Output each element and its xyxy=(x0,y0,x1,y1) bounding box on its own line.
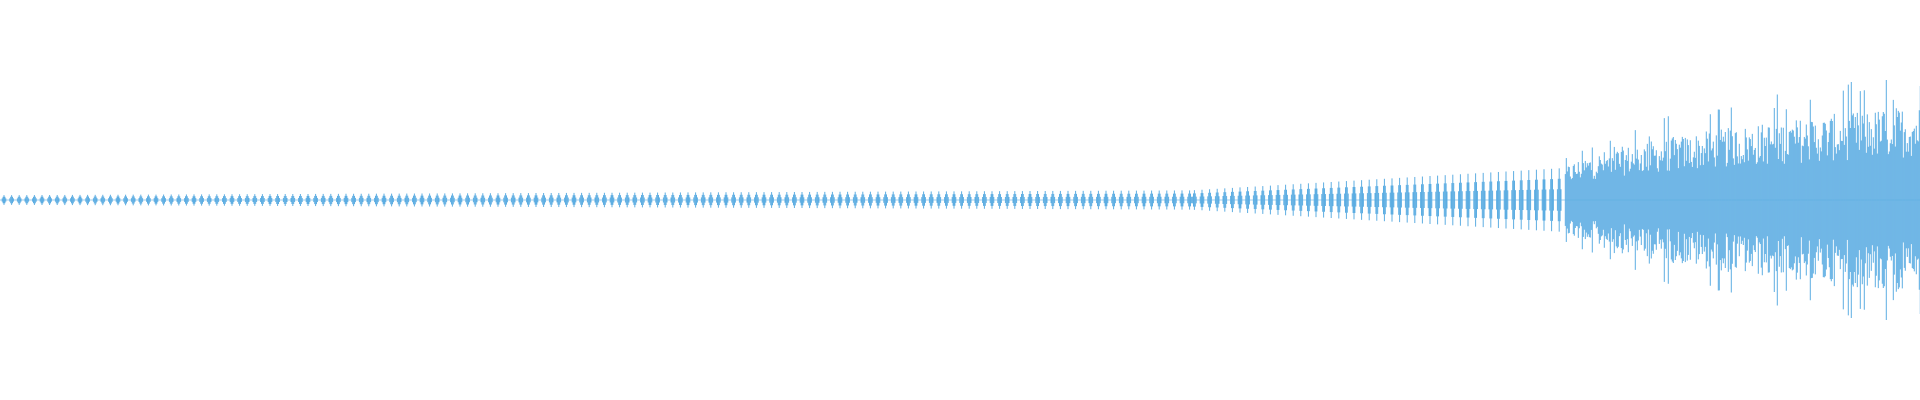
waveform-bars xyxy=(1,80,1920,320)
